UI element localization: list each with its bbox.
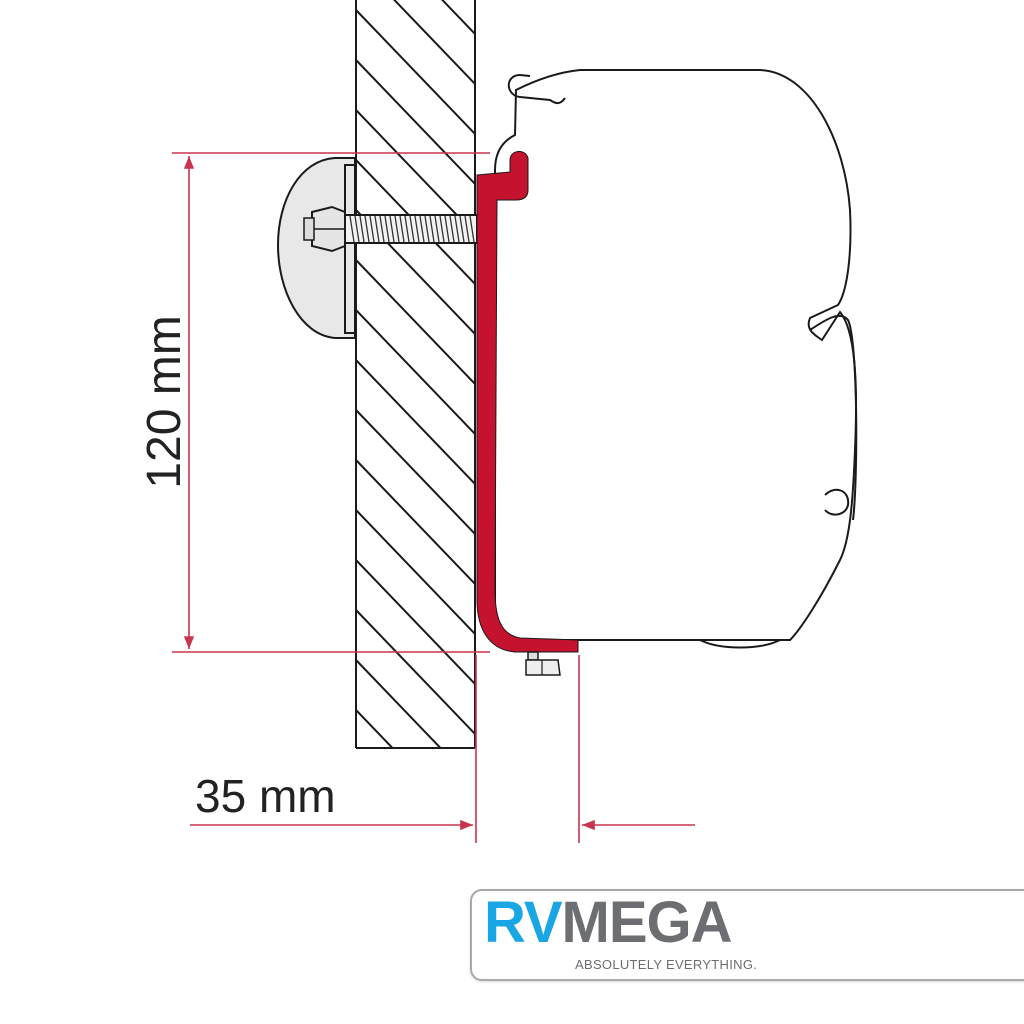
wall-section	[355, 0, 476, 749]
hatch-line	[356, 659, 442, 748]
bolt-thread	[399, 215, 405, 243]
bolt-thread	[469, 215, 475, 243]
bolt-thread	[369, 215, 375, 243]
hatch-line	[356, 609, 475, 736]
bolt-thread	[389, 215, 395, 243]
bolt-thread	[404, 215, 410, 243]
awning-cassette	[494, 69, 858, 649]
adapter-bracket	[476, 151, 579, 653]
height-dimension	[172, 152, 490, 653]
offset-label: 35 mm	[195, 770, 336, 822]
hatch-line	[356, 559, 475, 686]
bolt-thread	[454, 215, 460, 243]
hatch-line	[356, 409, 475, 536]
hatch-line	[356, 359, 475, 486]
bolt-thread	[444, 215, 450, 243]
logo-tagline: ABSOLUTELY EVERYTHING.	[575, 957, 758, 972]
bolt-thread	[464, 215, 470, 243]
bolt-thread	[429, 215, 435, 243]
logo-rv: RV	[484, 890, 563, 955]
bolt-thread	[384, 215, 390, 243]
bolt-thread	[419, 215, 425, 243]
bolt-thread	[414, 215, 420, 243]
bolt-thread	[449, 215, 455, 243]
bolt-thread	[374, 215, 380, 243]
bolt-thread	[359, 215, 365, 243]
hatch-line	[356, 59, 475, 186]
hatch-line	[356, 309, 475, 436]
logo-mega: MEGA	[561, 890, 733, 955]
mounting-bolt	[276, 157, 478, 339]
bolt-thread	[354, 215, 360, 243]
bottom-nut	[525, 651, 561, 676]
bolt-thread	[379, 215, 385, 243]
hatch-line	[393, 0, 475, 86]
hatch-line	[441, 0, 475, 36]
bolt-thread	[364, 215, 370, 243]
bolt-thread	[409, 215, 415, 243]
logo-wordmark: RVMEGA	[484, 894, 733, 952]
bolt-thread	[459, 215, 465, 243]
hatch-line	[356, 9, 475, 136]
hatch-line	[356, 709, 394, 748]
bolt-thread	[434, 215, 440, 243]
bolt-thread	[349, 215, 355, 243]
hatch-line	[356, 459, 475, 586]
rvmega-logo: RVMEGA ABSOLUTELY EVERYTHING.	[470, 889, 1024, 981]
offset-dimension	[190, 655, 695, 843]
hatch-line	[356, 509, 475, 636]
height-label: 120 mm	[138, 315, 191, 488]
bolt-thread	[439, 215, 445, 243]
hatch-line	[356, 259, 475, 386]
bolt-thread	[394, 215, 400, 243]
bolt-thread	[424, 215, 430, 243]
